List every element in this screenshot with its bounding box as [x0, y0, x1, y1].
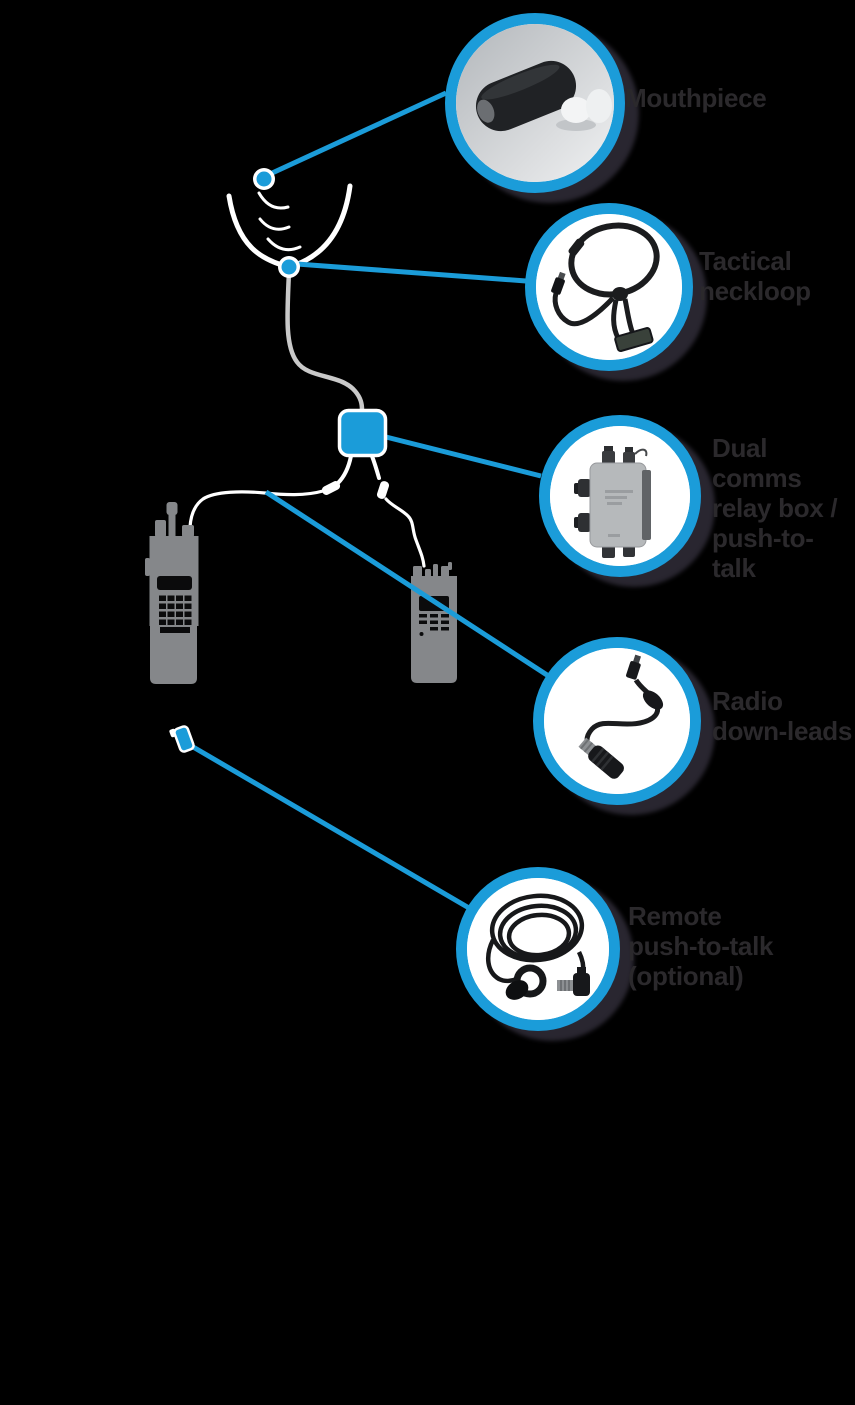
radio-left-keypad	[157, 576, 192, 633]
callout-line-neckloop	[296, 261, 527, 284]
dual-comms-relay-box-photo	[550, 426, 690, 566]
remote-push-to-talk-photo	[467, 878, 609, 1020]
callout-circle-down-leads	[533, 637, 701, 805]
label-radio-down-leads: Radio down-leads	[712, 686, 853, 746]
sound-waves-icon	[257, 191, 302, 252]
callout-line-down-leads	[264, 489, 549, 678]
callout-circle-relay-box	[539, 415, 701, 577]
callout-circle-neckloop	[525, 203, 693, 371]
radio-down-leads-photo	[544, 648, 690, 794]
label-remote-ptt: Remote push-to-talk (optional)	[628, 901, 774, 991]
label-mouthpiece: Mouthpiece	[625, 83, 767, 113]
callout-circle-remote-ptt	[456, 867, 620, 1031]
radio-left	[145, 502, 199, 684]
neckloop-drawing	[226, 183, 353, 270]
mouthpiece-photo	[456, 24, 614, 182]
relay-box-node	[337, 408, 388, 458]
neckloop-to-box-cord	[285, 269, 365, 413]
radio-cords	[188, 454, 426, 568]
remote-ptt-node	[169, 725, 195, 753]
callout-lines	[186, 90, 549, 911]
label-relay-box: Dual comms relay box / push-to-talk	[712, 433, 838, 583]
neckloop-junction-dot	[278, 256, 300, 278]
label-tactical-neckloop: Tactical neckloop	[699, 246, 811, 306]
callout-line-remote-ptt	[186, 741, 471, 911]
mouthpiece-point-dot	[253, 168, 275, 190]
cable-connectors	[321, 481, 390, 499]
callout-line-relay-box	[385, 434, 542, 479]
radio-right	[411, 562, 457, 683]
callout-line-mouthpiece	[268, 90, 448, 177]
callout-circle-mouthpiece	[445, 13, 625, 193]
tactical-neckloop-photo	[536, 214, 682, 360]
